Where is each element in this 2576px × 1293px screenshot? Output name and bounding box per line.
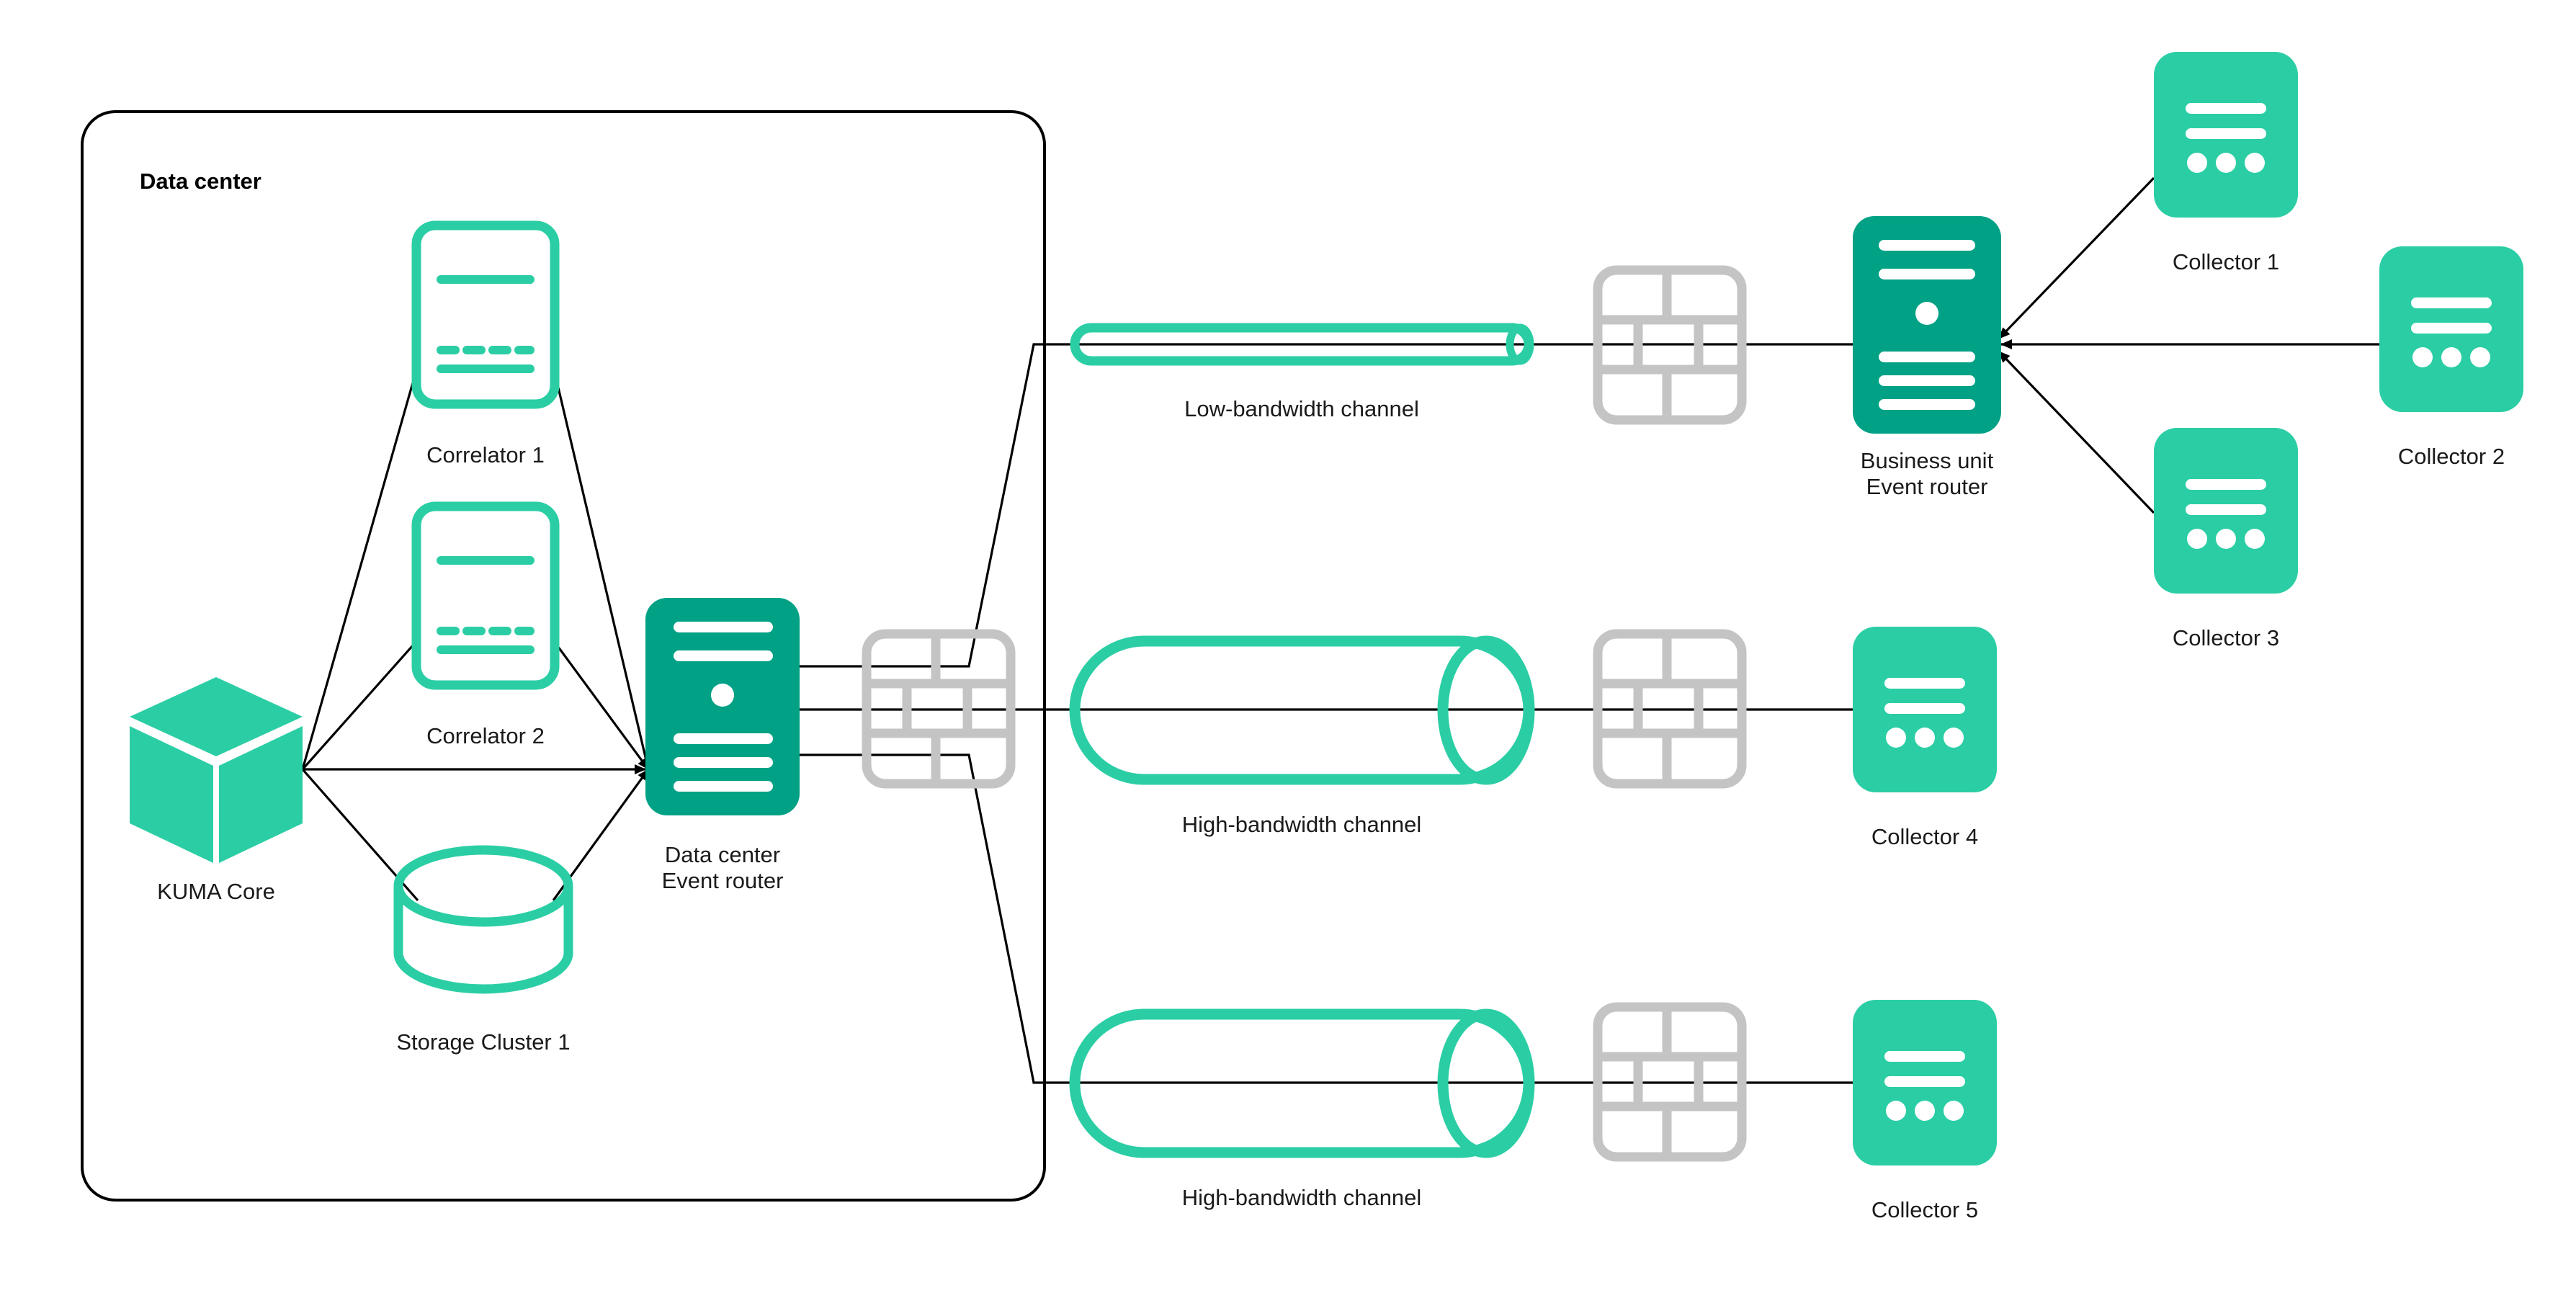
data-center-label: Data center <box>140 169 261 194</box>
collector-icon <box>1853 1000 1997 1166</box>
event-router-icon <box>645 598 800 815</box>
node-channel-high-1[interactable]: High-bandwidth channel <box>1069 635 1535 837</box>
connection-lines <box>301 176 2379 1084</box>
event-router-icon <box>1853 216 2001 434</box>
collector-icon <box>2154 428 2298 594</box>
cube-icon <box>130 677 303 863</box>
node-collector-5[interactable]: Collector 5 <box>1853 1000 1997 1222</box>
thin-pipe-icon <box>1070 323 1534 366</box>
correlator-1-label: Correlator 1 <box>426 442 545 467</box>
collector-5-label: Collector 5 <box>1871 1197 1978 1222</box>
node-firewall-dc[interactable] <box>862 629 1016 789</box>
dc-event-router-label-line2: Event router <box>662 868 784 893</box>
firewall-icon <box>862 629 1016 789</box>
edge-correlator2-dcrouter <box>550 637 650 770</box>
collector-2-label: Collector 2 <box>2398 444 2505 469</box>
edge-core-correlator2 <box>301 637 421 771</box>
channel-high-1-label: High-bandwidth channel <box>1182 812 1422 837</box>
node-dc-event-router[interactable]: Data center Event router <box>645 598 800 893</box>
dc-event-router-label-line1: Data center <box>665 842 780 867</box>
collector-4-label: Collector 4 <box>1871 824 1978 849</box>
collector-icon <box>2379 246 2523 412</box>
node-correlator-2[interactable]: Correlator 2 <box>411 501 560 748</box>
node-firewall-bot[interactable] <box>1593 1002 1747 1162</box>
collector-icon <box>2154 52 2298 218</box>
correlator-icon <box>411 501 560 690</box>
data-center-zone: Data center <box>81 110 1046 1202</box>
node-collector-3[interactable]: Collector 3 <box>2154 428 2298 650</box>
firewall-icon <box>1593 629 1747 789</box>
node-channel-low[interactable]: Low-bandwidth channel <box>1070 323 1534 421</box>
data-center-boundary <box>81 110 1046 1202</box>
node-channel-high-2[interactable]: High-bandwidth channel <box>1069 1008 1535 1210</box>
wide-pipe-icon <box>1069 635 1535 785</box>
firewall-icon <box>1593 1002 1747 1162</box>
edge-collector3-burouter <box>1998 350 2155 514</box>
channel-low-label: Low-bandwidth channel <box>1184 396 1419 421</box>
edge-dcrouter-channel-low <box>800 343 1304 668</box>
correlator-icon <box>411 220 560 409</box>
node-collector-4[interactable]: Collector 4 <box>1853 627 1997 849</box>
node-kuma-core[interactable]: KUMA Core <box>130 677 303 904</box>
node-collector-1[interactable]: Collector 1 <box>2154 52 2298 274</box>
collector-1-label: Collector 1 <box>2173 249 2279 274</box>
edge-collector1-burouter <box>1998 176 2155 340</box>
kuma-core-label: KUMA Core <box>157 879 275 904</box>
node-collector-2[interactable]: Collector 2 <box>2379 246 2523 469</box>
firewall-icon <box>1593 265 1747 425</box>
collector-icon <box>1853 627 1997 792</box>
collector-3-label: Collector 3 <box>2173 625 2279 650</box>
edge-dcrouter-channel-high2 <box>800 753 1304 1084</box>
node-firewall-top[interactable] <box>1593 265 1747 425</box>
wide-pipe-icon <box>1069 1008 1535 1158</box>
edge-core-correlator1 <box>301 359 421 770</box>
bu-event-router-label-line1: Business unit <box>1861 448 1994 473</box>
node-firewall-mid[interactable] <box>1593 629 1747 789</box>
node-correlator-1[interactable]: Correlator 1 <box>411 220 560 467</box>
correlator-2-label: Correlator 2 <box>426 723 545 748</box>
node-storage-cluster-1[interactable]: Storage Cluster 1 <box>393 845 573 1055</box>
database-icon <box>393 845 573 994</box>
bu-event-router-label-line2: Event router <box>1866 474 1988 499</box>
edge-correlator1-dcrouter <box>550 359 651 770</box>
node-bu-event-router[interactable]: Business unit Event router <box>1853 216 2001 499</box>
channel-high-2-label: High-bandwidth channel <box>1182 1185 1422 1210</box>
storage-cluster-1-label: Storage Cluster 1 <box>396 1029 570 1055</box>
